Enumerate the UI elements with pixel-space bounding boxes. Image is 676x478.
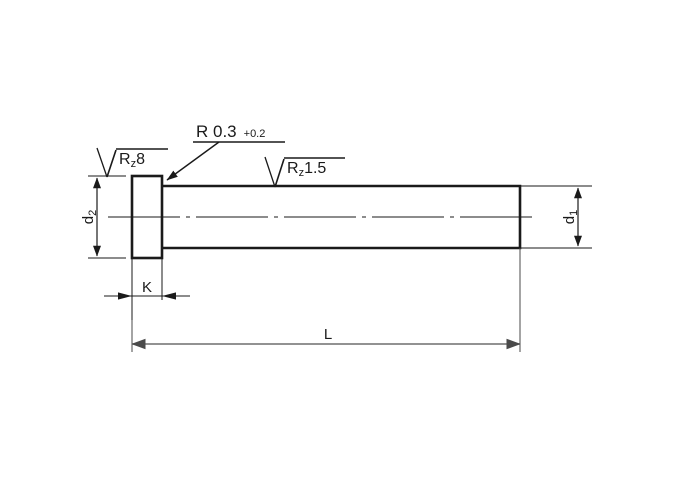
rz8-symbol-tick bbox=[106, 149, 117, 178]
dimension-l: L bbox=[131, 248, 521, 352]
d2-label: d2 bbox=[80, 210, 99, 224]
rz15-subscript: z bbox=[299, 167, 305, 179]
k-arrow-right bbox=[162, 292, 176, 300]
rz15-leader-line bbox=[264, 156, 276, 188]
k-arrow-left bbox=[118, 292, 132, 300]
dimension-k: K bbox=[104, 258, 190, 320]
rz8-subscript: z bbox=[131, 158, 137, 170]
surface-roughness-head-group: Rz8 bbox=[96, 147, 168, 178]
d1-label: d1 bbox=[561, 210, 580, 224]
radius-leader-line bbox=[166, 141, 220, 181]
l-label: L bbox=[324, 326, 332, 343]
rz8-leader-line bbox=[96, 147, 108, 178]
rz8-prefix: R bbox=[119, 151, 131, 168]
rz15-symbol-tick bbox=[274, 158, 285, 188]
surface-roughness-shaft-group: Rz1.5 bbox=[264, 156, 345, 188]
k-label: K bbox=[142, 279, 152, 296]
dimension-d1: d1 bbox=[520, 185, 592, 249]
d2-label-subscript: 2 bbox=[87, 210, 99, 216]
rz15-label: Rz1.5 bbox=[287, 160, 326, 179]
rz8-value: 8 bbox=[136, 151, 145, 168]
d2-label-main: d bbox=[80, 216, 97, 224]
d1-label-main: d bbox=[561, 216, 578, 224]
rz15-prefix: R bbox=[287, 160, 299, 177]
rz15-value: 1.5 bbox=[304, 160, 326, 177]
rz8-label: Rz8 bbox=[119, 151, 145, 170]
radius-note-label: R 0.3 +0.2 bbox=[196, 122, 265, 141]
fillet-radius-note-group: R 0.3 +0.2 bbox=[166, 122, 285, 181]
radius-note-value: R 0.3 bbox=[196, 122, 237, 141]
radius-note-tolerance: +0.2 bbox=[244, 128, 266, 140]
d1-label-subscript: 1 bbox=[568, 210, 580, 216]
